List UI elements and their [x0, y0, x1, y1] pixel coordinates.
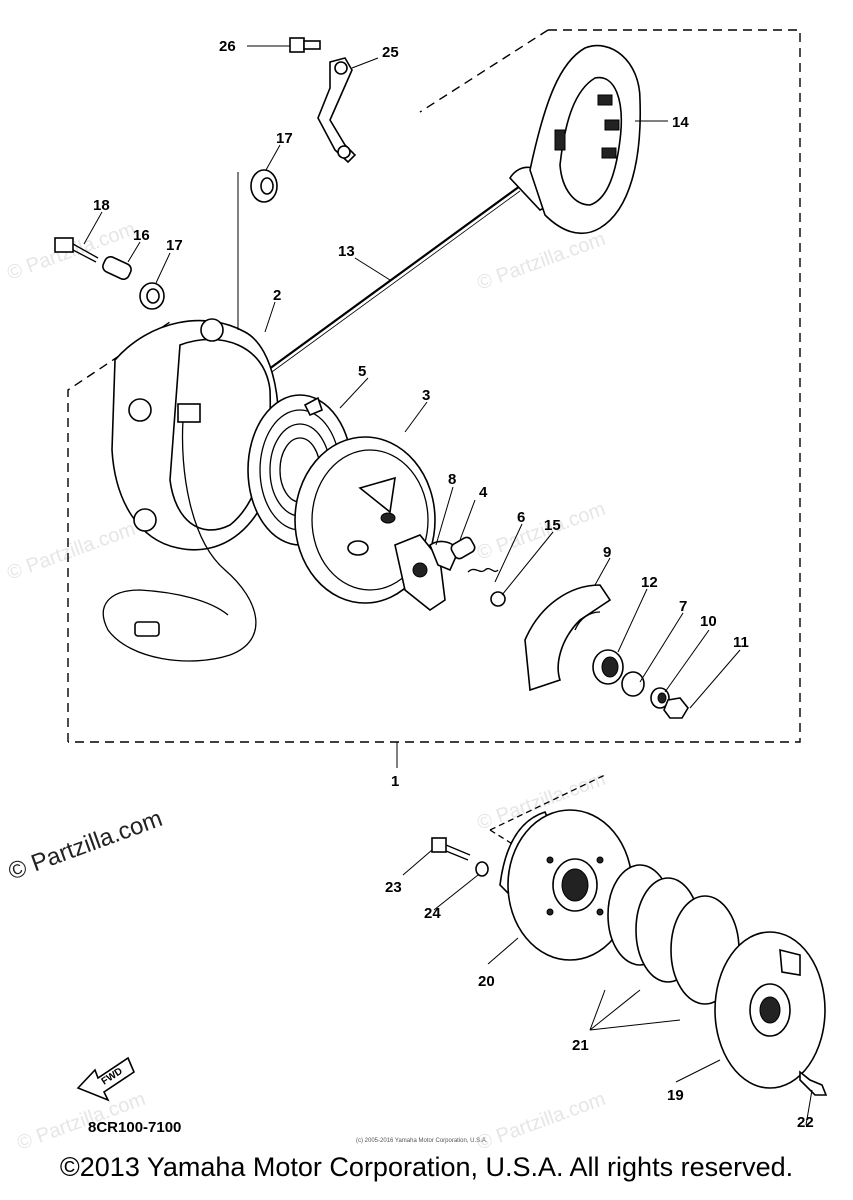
callout-13: 13: [338, 243, 355, 260]
callout-10: 10: [700, 613, 717, 630]
callout-16: 16: [133, 227, 150, 244]
watermark-2: © Partzilla.com: [474, 228, 608, 295]
callout-9: 9: [603, 544, 611, 561]
leader-lines: [83, 45, 813, 1126]
callout-23: 23: [385, 879, 402, 896]
watermark-layer: © Partzilla.com © Partzilla.com © Partzi…: [4, 218, 608, 1155]
starter-case: [102, 318, 280, 662]
callout-15: 15: [544, 517, 561, 534]
bracket-and-bolt: [289, 37, 357, 164]
sheave-assembly: [431, 774, 828, 1096]
copyright-notice: ©2013 Yamaha Motor Corporation, U.S.A. A…: [59, 1152, 794, 1182]
callout-8: 8: [448, 471, 456, 488]
callout-14: 14: [672, 114, 689, 131]
callout-17-top: 17: [276, 130, 293, 147]
watermark-7: © Partzilla.com: [474, 1088, 608, 1155]
callout-4: 4: [479, 484, 488, 501]
small-fasteners: [54, 169, 278, 310]
callout-6: 6: [517, 509, 525, 526]
callout-1: 1: [391, 773, 399, 790]
callout-labels: 1 2 3 4 5 6 7 8 9 10 11 12 13 14 15 16 1…: [93, 38, 814, 1131]
callout-3: 3: [422, 387, 430, 404]
assembly-boundary: [67, 29, 801, 743]
watermark-3: © Partzilla.com: [474, 498, 608, 565]
callout-24: 24: [424, 905, 441, 922]
callout-5: 5: [358, 363, 366, 380]
watermark-main: © Partzilla.com: [5, 805, 166, 886]
small-print: (c) 2005-2016 Yamaha Motor Corporation, …: [356, 1138, 488, 1144]
watermark-4: © Partzilla.com: [4, 518, 138, 585]
ratchet-parts: [394, 534, 506, 611]
callout-18: 18: [93, 197, 110, 214]
callout-17-lower: 17: [166, 237, 183, 254]
part-code: 8CR100-7100: [88, 1119, 181, 1136]
callout-25: 25: [382, 44, 399, 61]
callout-12: 12: [641, 574, 658, 591]
callout-2: 2: [273, 287, 281, 304]
callout-21: 21: [572, 1037, 589, 1054]
callout-20: 20: [478, 973, 495, 990]
starter-handle: [264, 44, 642, 378]
callout-11: 11: [733, 634, 749, 651]
callout-19: 19: [667, 1087, 684, 1104]
drive-plate-and-washers: [524, 584, 689, 719]
callout-26: 26: [219, 38, 236, 55]
callout-7: 7: [679, 598, 687, 615]
callout-22: 22: [797, 1114, 814, 1131]
